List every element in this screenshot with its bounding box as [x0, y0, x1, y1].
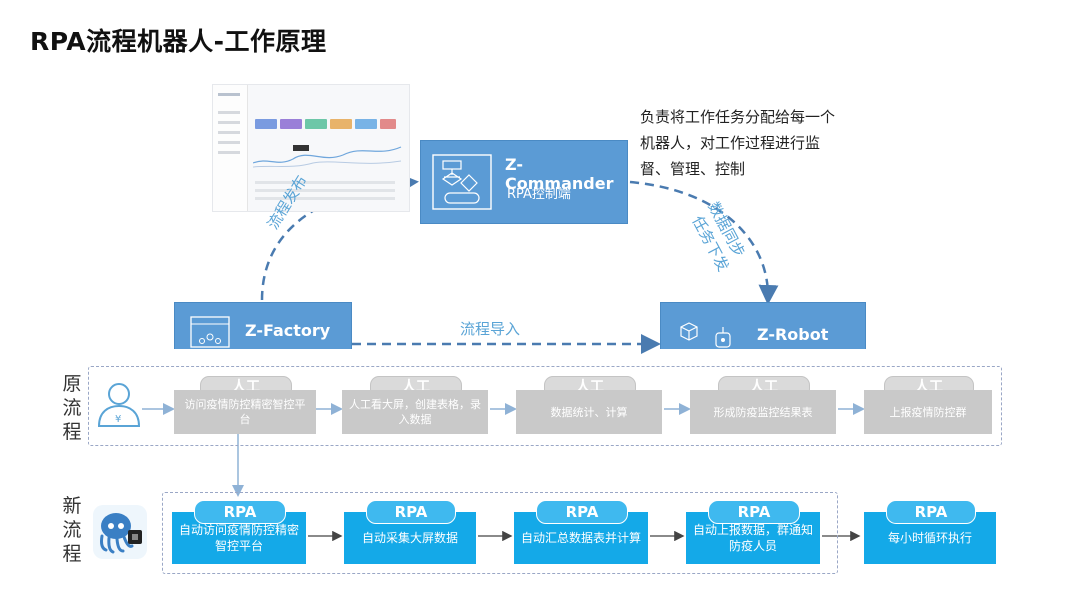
step-tag: RPA [366, 500, 456, 524]
svg-text:¥: ¥ [115, 414, 121, 425]
thumb-line-chart [253, 145, 402, 168]
dashboard-screenshot [212, 84, 410, 212]
import-label: 流程导入 [460, 320, 521, 338]
original-step-5: 人工 上报疫情防控群 [864, 376, 992, 434]
thumb-nav [218, 131, 240, 134]
step-text: 访问疫情防控精密智控平台 [174, 390, 316, 434]
screen-nodes-icon [190, 316, 230, 348]
step-tag: RPA [886, 500, 976, 524]
thumb-nav [218, 121, 240, 124]
robot-name: Z-Robot [757, 325, 829, 344]
thumb-nav [218, 111, 240, 114]
cube-icon [680, 322, 698, 341]
step-tag: RPA [708, 500, 800, 524]
thumb-card [355, 119, 377, 129]
original-step-3: 人工 数据统计、计算 [516, 376, 662, 434]
step-tag: RPA [536, 500, 628, 524]
commander-box: Z-Commander RPA控制端 [420, 140, 628, 224]
page-title: RPA流程机器人-工作原理 [30, 27, 327, 56]
thumb-table-row [255, 197, 395, 200]
new-step-5: 每小时循环执行 RPA [864, 500, 996, 564]
step-tag: RPA [194, 500, 286, 524]
new-step-1: 自动访问疫情防控精密智控平台 RPA [172, 500, 306, 564]
commander-name: Z-Commander [505, 155, 614, 193]
commander-description: 负责将工作任务分配给每一个机器人，对工作过程进行监督、管理、控制 [640, 108, 836, 178]
step-text: 形成防疫监控结果表 [690, 390, 836, 434]
robot-icon [715, 327, 731, 348]
original-step-1: 人工 访问疫情防控精密智控平台 [174, 376, 316, 434]
publish-arc [260, 173, 419, 301]
thumb-card [305, 119, 327, 129]
commander-sub: RPA控制端 [507, 187, 571, 202]
thumb-card [380, 119, 396, 129]
new-flow-frame [162, 492, 838, 574]
step-text: 上报疫情防控群 [864, 390, 992, 434]
thumb-nav [218, 141, 240, 144]
factory-box: Z-Factory [174, 302, 352, 349]
step-text: 数据统计、计算 [516, 390, 662, 434]
thumb-card [280, 119, 302, 129]
thumb-card [330, 119, 352, 129]
thumb-sidebar [213, 85, 248, 211]
new-flow-label: 新流程 [62, 495, 82, 565]
thumb-nav [218, 151, 240, 154]
thumb-table-row [255, 189, 395, 192]
robot-box: Z-Robot [660, 302, 866, 349]
new-step-4: 自动上报数据，群通知防疫人员 RPA [686, 500, 820, 564]
original-step-2: 人工 人工看大屏，创建表格，录入数据 [342, 376, 488, 434]
thumb-logo [218, 93, 240, 96]
step-text: 人工看大屏，创建表格，录入数据 [342, 390, 488, 434]
octopus-rpa-icon [93, 505, 147, 559]
factory-name: Z-Factory [245, 321, 331, 340]
thumb-card [255, 119, 277, 129]
workflow-icon [432, 154, 492, 210]
original-flow-frame [88, 366, 1002, 446]
original-step-4: 人工 形成防疫监控结果表 [690, 376, 836, 434]
person-yuan-icon: ¥ [97, 383, 141, 427]
new-step-2: 自动采集大屏数据 RPA [344, 500, 476, 564]
new-step-3: 自动汇总数据表并计算 RPA [514, 500, 648, 564]
original-flow-label: 原流程 [62, 373, 82, 443]
thumb-table-row [255, 181, 395, 184]
sync-arc [629, 180, 779, 305]
